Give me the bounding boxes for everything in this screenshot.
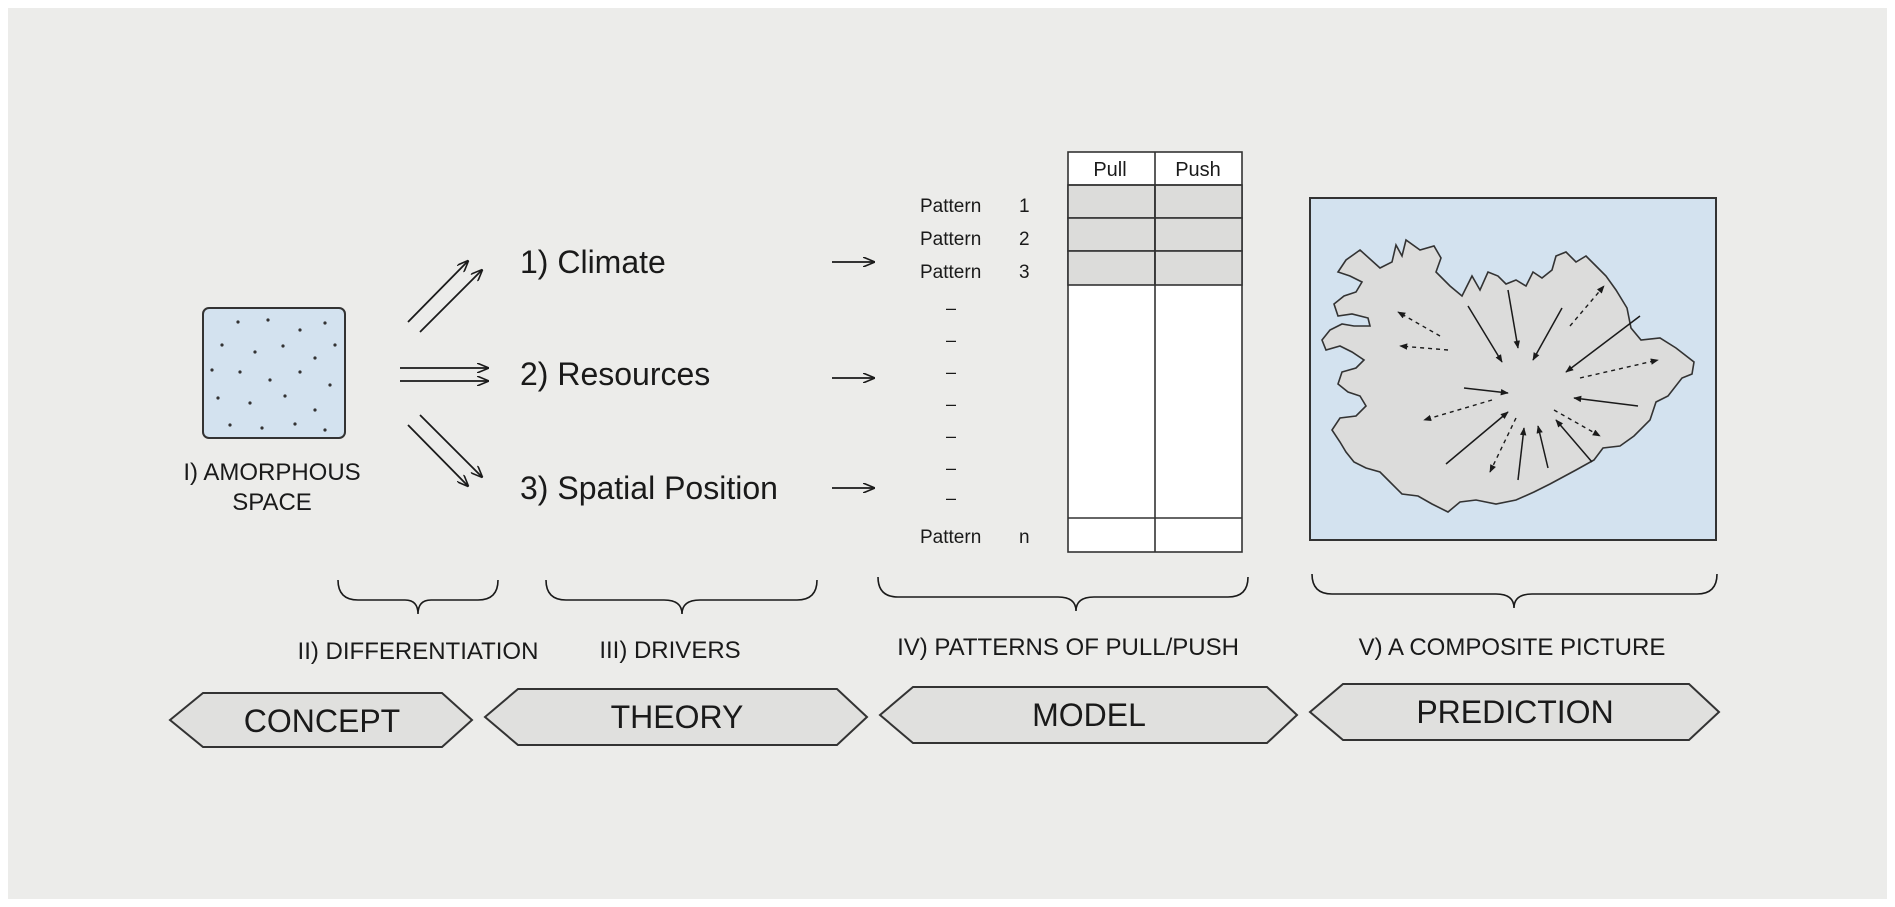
amorphous-space-box [202, 307, 346, 439]
driver-climate: 1) Climate [520, 244, 666, 280]
shaded-row-2-pull [1067, 217, 1156, 252]
header-pull: Pull [1093, 159, 1126, 181]
driver-spatial-position: 3) Spatial Position [520, 470, 778, 506]
ellipsis-mark: – [946, 488, 956, 508]
phase-theory: THEORY [611, 699, 744, 735]
header-push: Push [1175, 159, 1221, 181]
pattern-2-num: 2 [1019, 229, 1030, 250]
ellipsis-mark: – [946, 426, 956, 446]
pattern-3-label: Pattern [920, 262, 981, 283]
prediction-banner [1308, 683, 1721, 741]
model-banner [878, 686, 1299, 744]
amorphous-space-label-1: I) AMORPHOUS [183, 459, 360, 486]
pattern-n-num: n [1019, 527, 1030, 548]
ellipsis-mark: – [946, 330, 956, 350]
amorphous-space: I) AMORPHOUS SPACE [183, 307, 361, 516]
label-differentiation: II) DIFFERENTIATION [298, 638, 539, 665]
double-arrow-up-b [419, 270, 482, 333]
table-text: Pull Push Pattern 1 Pattern 2 Pattern 3 … [920, 159, 1221, 548]
ellipsis-mark: – [946, 362, 956, 382]
bracket-patterns [877, 576, 1249, 612]
driver-resources: 2) Resources [520, 356, 710, 392]
pattern-3-num: 3 [1019, 262, 1030, 283]
label-patterns: IV) PATTERNS OF PULL/PUSH [897, 634, 1239, 661]
bracket-composite [1311, 573, 1718, 609]
theory-banner [483, 688, 869, 746]
drivers: 1) Climate 2) Resources 3) Spatial Posit… [520, 244, 778, 506]
shaded-row-1-pull [1067, 184, 1156, 219]
double-arrow-down-b [419, 414, 482, 477]
driver-to-pattern-arrows [832, 262, 874, 488]
shaded-row-2-push [1154, 217, 1243, 252]
shaded-row-3-push [1154, 250, 1243, 286]
double-arrow-down-a [407, 424, 468, 486]
bracket-drivers [545, 579, 818, 615]
amorphous-space-label-2: SPACE [232, 489, 312, 516]
composite-picture [1309, 197, 1717, 541]
ellipsis-mark: – [946, 458, 956, 478]
shaded-row-1-push [1154, 184, 1243, 219]
label-composite: V) A COMPOSITE PICTURE [1359, 634, 1666, 661]
scatter-dots [210, 318, 337, 432]
pattern-1-num: 1 [1019, 196, 1030, 217]
island-shape [1321, 238, 1695, 513]
concept-banner [168, 692, 474, 748]
ellipsis-mark: – [946, 394, 956, 414]
label-drivers: III) DRIVERS [599, 637, 740, 664]
ellipsis-mark: – [946, 298, 956, 318]
pattern-1-label: Pattern [920, 196, 981, 217]
pattern-2-label: Pattern [920, 229, 981, 250]
bracket-differentiation [337, 579, 499, 615]
phase-prediction: PREDICTION [1416, 694, 1613, 730]
phase-banners [168, 683, 1721, 748]
pull-push-table [1067, 151, 1243, 553]
pull-arrows-solid [1445, 289, 1641, 481]
shaded-row-3-pull [1067, 250, 1156, 286]
pattern-n-label: Pattern [920, 527, 981, 548]
push-arrows-dashed [1397, 285, 1659, 473]
curly-brackets [337, 573, 1718, 615]
differentiation-arrows [400, 261, 488, 486]
phase-concept: CONCEPT [244, 703, 400, 739]
double-arrow-up-a [407, 261, 468, 323]
phase-model: MODEL [1032, 697, 1146, 733]
bracket-labels: II) DIFFERENTIATION III) DRIVERS IV) PAT… [298, 634, 1666, 665]
phase-labels: CONCEPT THEORY MODEL PREDICTION [244, 694, 1614, 739]
